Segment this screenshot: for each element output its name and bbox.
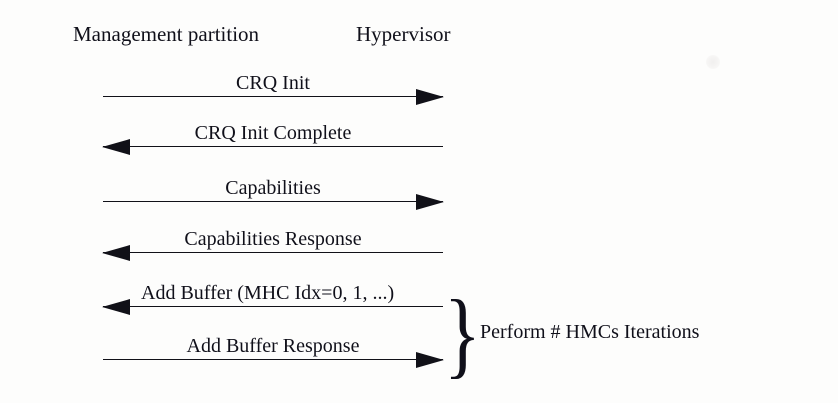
- arrowhead-left-icon: [102, 138, 130, 155]
- arrowhead-left-icon: [102, 244, 130, 261]
- message-label: Capabilities Response: [184, 228, 362, 250]
- message-label: CRQ Init Complete: [194, 122, 352, 144]
- arrow-shaft: [103, 359, 443, 360]
- arrow-shaft: [103, 96, 443, 97]
- arrowhead-right-icon: [416, 193, 444, 210]
- arrowhead-right-icon: [416, 88, 444, 105]
- arrow-shaft: [103, 201, 443, 202]
- arrow-shaft: [103, 146, 443, 147]
- arrowhead-left-icon: [102, 298, 130, 315]
- scan-artifact-smudge: [706, 55, 720, 69]
- arrowhead-right-icon: [416, 351, 444, 368]
- arrow-shaft: [103, 252, 443, 253]
- message-label: Add Buffer (MHC Idx=0, 1, ...): [141, 282, 395, 304]
- message-label: Capabilities: [225, 177, 321, 199]
- lane-title-management-partition: Management partition: [73, 22, 260, 46]
- lane-title-hypervisor: Hypervisor: [356, 22, 451, 46]
- group-brace-icon: }: [444, 280, 481, 387]
- message-label: CRQ Init: [236, 72, 310, 94]
- message-label: Add Buffer Response: [186, 335, 360, 357]
- arrow-shaft: [103, 306, 443, 307]
- group-annotation-label: Perform # HMCs Iterations: [480, 321, 700, 343]
